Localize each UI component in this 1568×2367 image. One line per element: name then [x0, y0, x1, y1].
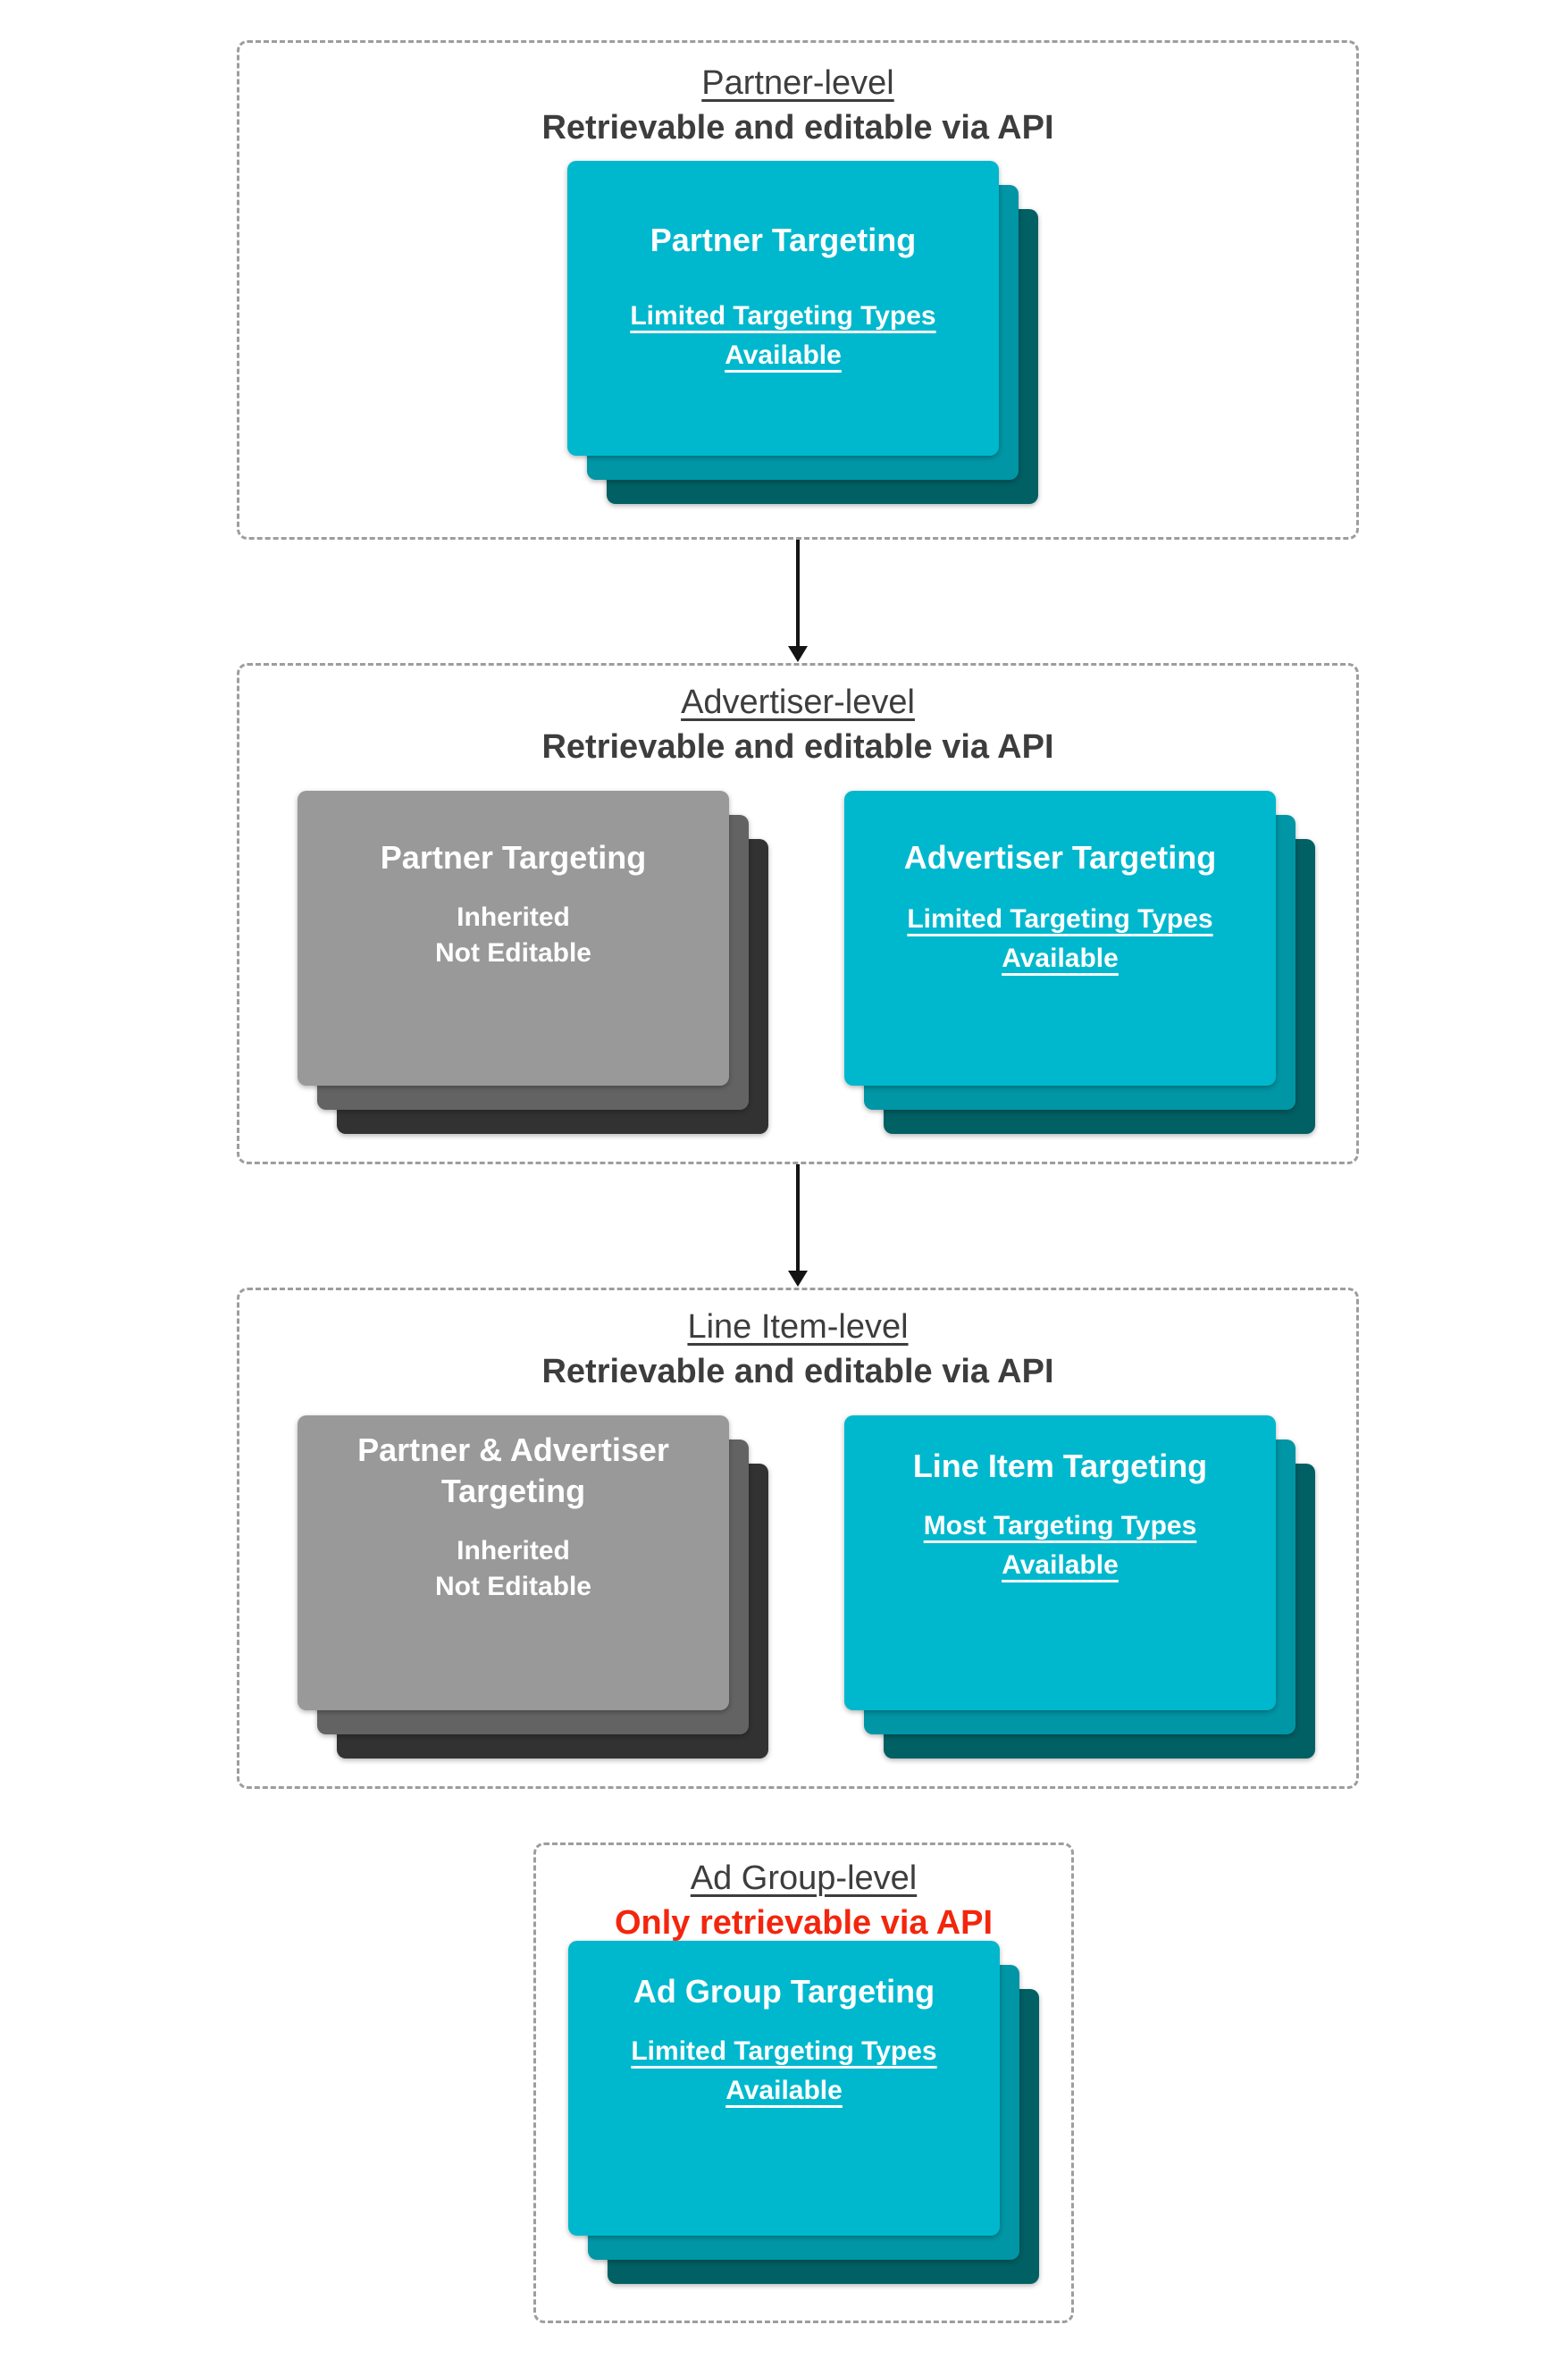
card-title: Partner Targeting [650, 222, 917, 258]
partner-level-section: Partner-level Retrievable and editable v… [237, 40, 1359, 540]
line-item-targeting-card-stack: Line Item Targeting Most Targeting Types… [844, 1415, 1315, 1758]
ad-group-level-header: Ad Group-level Only retrievable via API [536, 1845, 1071, 1945]
card-subtitle-line: Available [1002, 944, 1119, 973]
down-arrow-line [796, 1164, 800, 1272]
inherited-partner-targeting-card-stack: Partner Targeting Inherited Not Editable [298, 791, 768, 1134]
down-arrow-head [788, 646, 808, 662]
card-title: Line Item Targeting [912, 1448, 1208, 1484]
section-subtitle: Retrievable and editable via API [541, 728, 1054, 766]
section-subtitle: Retrievable and editable via API [541, 109, 1054, 147]
line-item-level-header: Line Item-level Retrievable and editable… [239, 1290, 1356, 1394]
card-body: Inherited Not Editable [298, 900, 729, 971]
ad-group-targeting-card: Ad Group Targeting Limited Targeting Typ… [568, 1941, 1000, 2236]
section-subtitle: Retrievable and editable via API [541, 1353, 1054, 1390]
partner-targeting-card: Partner Targeting Limited Targeting Type… [567, 161, 999, 456]
card-title-line: Partner & Advertiser [357, 1431, 669, 1468]
card-body-line: Not Editable [434, 1572, 591, 1601]
line-item-level-section: Line Item-level Retrievable and editable… [237, 1288, 1359, 1789]
card-body: Inherited Not Editable [298, 1533, 729, 1605]
section-subtitle: Only retrievable via API [614, 1904, 994, 1942]
card-subtitle-line: Available [725, 2076, 843, 2105]
down-arrow-head [788, 1271, 808, 1287]
card-subtitle-line: Limited Targeting Types [631, 2036, 937, 2066]
card-subtitle-line: Limited Targeting Types [907, 904, 1213, 934]
down-arrow-line [796, 540, 800, 648]
inherited-partner-targeting-card: Partner Targeting Inherited Not Editable [298, 791, 729, 1086]
section-title: Advertiser-level [681, 684, 915, 721]
section-title: Ad Group-level [690, 1859, 918, 1897]
ad-group-targeting-card-stack: Ad Group Targeting Limited Targeting Typ… [568, 1941, 1039, 2284]
section-title: Partner-level [701, 64, 894, 102]
ad-group-level-section: Ad Group-level Only retrievable via API [533, 1842, 1074, 2323]
card-subtitle-line: Available [725, 340, 842, 370]
card-subtitle: Limited Targeting Types Available [844, 900, 1276, 978]
inherited-partner-advertiser-targeting-card: Partner & Advertiser Targeting Inherited… [298, 1415, 729, 1710]
partner-level-header: Partner-level Retrievable and editable v… [239, 43, 1356, 150]
line-item-targeting-card: Line Item Targeting Most Targeting Types… [844, 1415, 1276, 1710]
card-subtitle: Most Targeting Types Available [844, 1507, 1276, 1585]
card-title: Advertiser Targeting [903, 839, 1217, 876]
advertiser-level-section: Advertiser-level Retrievable and editabl… [237, 663, 1359, 1164]
card-subtitle-line: Limited Targeting Types [630, 301, 936, 331]
card-body-line: Inherited [457, 902, 570, 932]
card-subtitle-line: Most Targeting Types [923, 1511, 1197, 1540]
card-title-line: Targeting [440, 1473, 586, 1509]
card-title: Ad Group Targeting [633, 1973, 935, 2010]
card-body-line: Not Editable [434, 938, 591, 968]
card-body-line: Inherited [457, 1536, 570, 1565]
advertiser-targeting-card: Advertiser Targeting Limited Targeting T… [844, 791, 1276, 1086]
inherited-partner-advertiser-targeting-card-stack: Partner & Advertiser Targeting Inherited… [298, 1415, 768, 1758]
card-subtitle-line: Available [1002, 1550, 1119, 1580]
advertiser-targeting-card-stack: Advertiser Targeting Limited Targeting T… [844, 791, 1315, 1134]
card-title: Partner Targeting [380, 839, 647, 876]
section-title: Line Item-level [687, 1308, 909, 1346]
card-subtitle: Limited Targeting Types Available [567, 297, 999, 375]
card-subtitle: Limited Targeting Types Available [568, 2032, 1000, 2111]
advertiser-level-header: Advertiser-level Retrievable and editabl… [239, 666, 1356, 769]
partner-targeting-card-stack: Partner Targeting Limited Targeting Type… [567, 161, 1038, 504]
